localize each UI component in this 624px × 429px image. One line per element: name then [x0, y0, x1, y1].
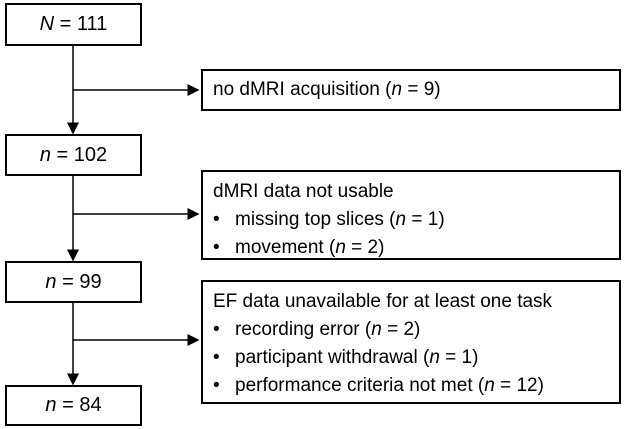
- exclusion-3-title: EF data unavailable for at least one tas…: [213, 291, 553, 312]
- list-item: • movement (n = 2): [213, 237, 385, 258]
- exclusion-2-title: dMRI data not usable: [213, 181, 394, 202]
- exclusion-box-2: dMRI data not usable • missing top slice…: [201, 170, 621, 260]
- exclusion-1-text: no dMRI acquisition (n = 9): [213, 79, 441, 100]
- stage-box-1: N = 111: [5, 3, 142, 46]
- list-item: • recording error (n = 2): [213, 319, 421, 340]
- stage-box-4: n = 84: [5, 385, 142, 426]
- list-item: • participant withdrawal (n = 1): [213, 347, 479, 368]
- exclusion-box-1: no dMRI acquisition (n = 9): [201, 69, 621, 111]
- exclusion-box-3: EF data unavailable for at least one tas…: [201, 280, 621, 404]
- stage-box-2: n = 102: [5, 134, 142, 176]
- list-item: • missing top slices (n = 1): [213, 209, 445, 230]
- stage-box-3: n = 99: [5, 261, 142, 303]
- list-item: • performance criteria not met (n = 12): [213, 375, 544, 396]
